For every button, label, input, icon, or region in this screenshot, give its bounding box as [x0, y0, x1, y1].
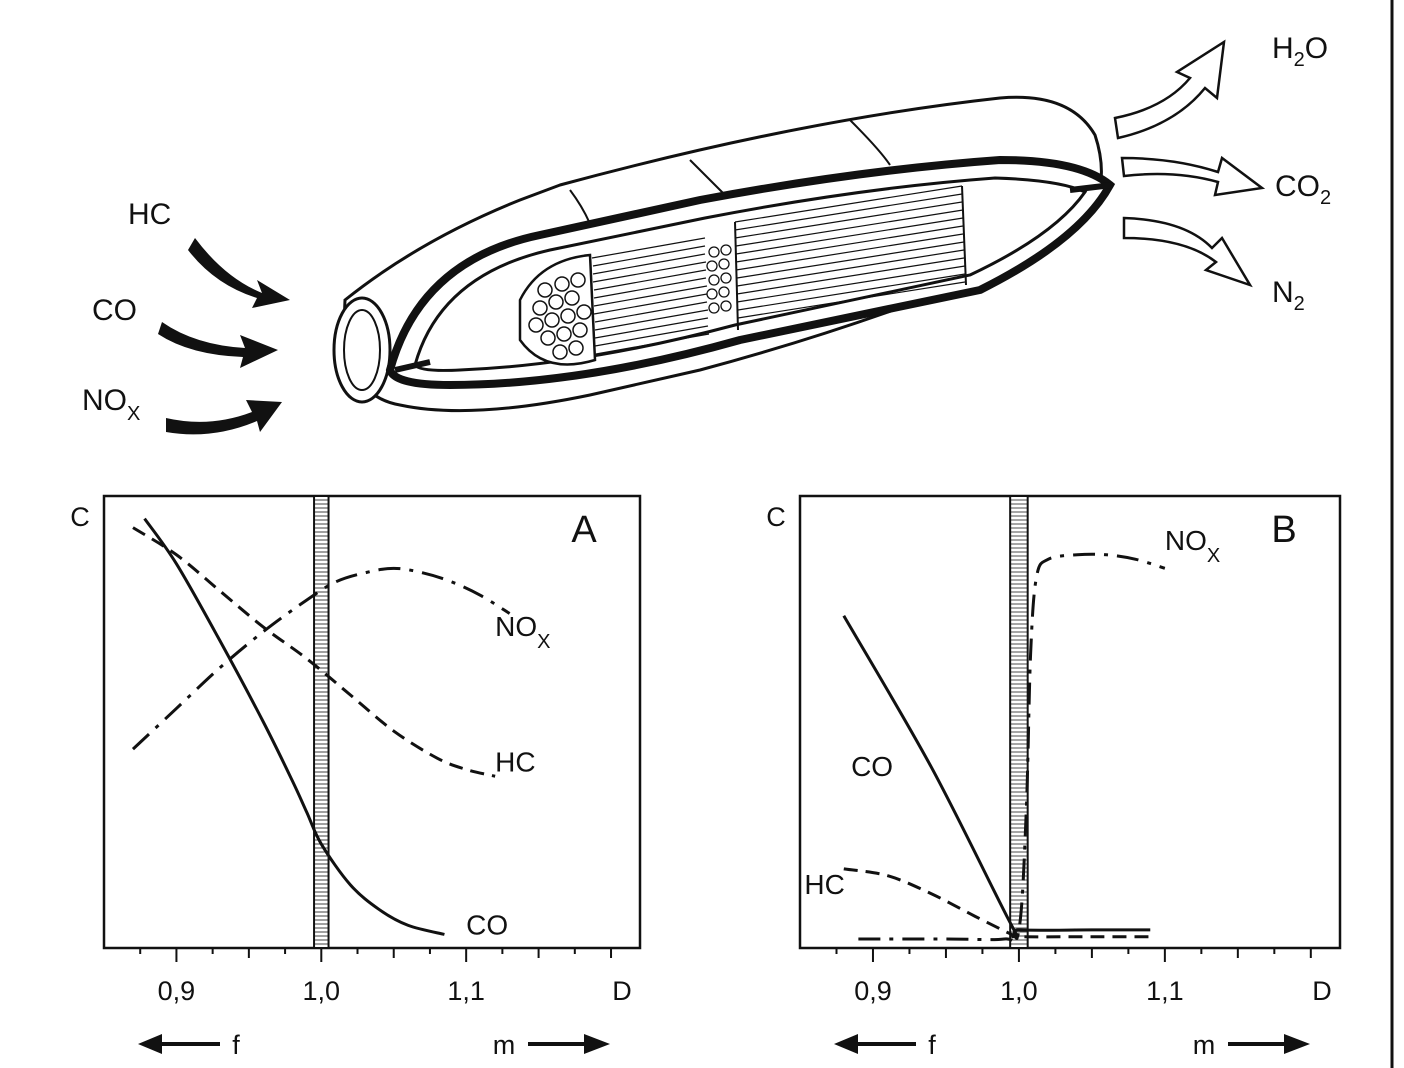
series-label-text: CO — [466, 909, 508, 940]
inlet-label-co: CO — [92, 294, 137, 327]
series-line-no — [131, 566, 511, 751]
direction-left-label: f — [928, 1030, 936, 1060]
x-axis-label: D — [1312, 976, 1332, 1006]
lean-arrow-head — [834, 1034, 858, 1054]
x-tick-label: 1,1 — [447, 976, 485, 1006]
rich-arrow-head — [584, 1034, 610, 1054]
series-label-hc: HC — [495, 747, 535, 778]
outlet-arrow-h2o — [1113, 39, 1226, 140]
x-tick-label: 0,9 — [158, 976, 196, 1006]
outlet-label-h2o: H2O — [1272, 32, 1328, 71]
series-line-hc — [843, 867, 1151, 939]
series-label-co: CO — [851, 751, 893, 782]
x-axis-label: D — [612, 976, 632, 1006]
outlet-label-n2: N2 — [1272, 276, 1305, 315]
direction-right-label: m — [493, 1030, 516, 1060]
chart-panel-a: 0,9 1,0 1,1 D C Af m CO HC NOX — [70, 494, 642, 1060]
series-line-no — [858, 552, 1166, 944]
outlet-center-tube — [1069, 182, 1113, 193]
monolith-1-face — [518, 253, 597, 366]
series-line-co — [842, 615, 1151, 940]
inlet-label-nox: NOX — [82, 384, 140, 425]
inlet-label-hc: HC — [128, 198, 171, 231]
inlet-pipe-opening — [332, 296, 392, 404]
panel-letter: B — [1271, 509, 1296, 551]
inlet-arrow-nox — [166, 400, 282, 435]
chart-panel-b: 0,9 1,0 1,1 D C Bf m CO HC NOX — [766, 494, 1342, 1060]
series-label-text: CO — [851, 751, 893, 782]
series-label-subscript: X — [537, 631, 550, 653]
x-tick-label: 1,0 — [1000, 976, 1038, 1006]
series-label-text: HC — [804, 869, 844, 900]
lean-arrow-head — [138, 1034, 162, 1054]
outlet-arrow-n2 — [1122, 216, 1253, 288]
catalytic-converter-drawing — [332, 95, 1116, 413]
x-tick-label: 1,1 — [1146, 976, 1184, 1006]
series-label-no: NOX — [495, 611, 550, 653]
series-line-hc — [132, 526, 496, 778]
series-label-hc: HC — [804, 869, 844, 900]
plot-frame — [798, 494, 1342, 950]
series-label-no: NOX — [1165, 525, 1220, 567]
series-label-text: NO — [495, 611, 537, 642]
monolith-2-channels — [734, 185, 967, 331]
inlet-center-tube — [394, 359, 431, 373]
rich-arrow-head — [1284, 1034, 1310, 1054]
series-line-co — [143, 517, 445, 936]
outlet-label-co2: CO2 — [1275, 170, 1331, 209]
series-label-co: CO — [466, 909, 508, 940]
inlet-arrow-co — [158, 322, 278, 368]
y-axis-label: C — [766, 502, 786, 532]
plot-frame — [102, 494, 642, 950]
y-axis-label: C — [70, 502, 90, 532]
series-label-subscript: X — [1207, 545, 1220, 567]
outlet-gases: H2O CO2 N2 — [1113, 32, 1331, 315]
direction-left-label: f — [232, 1030, 240, 1060]
inlet-arrow-hc — [188, 238, 290, 308]
shell-seam-3 — [849, 119, 891, 166]
inlet-pipe-inner — [343, 309, 381, 391]
x-tick-label: 0,9 — [854, 976, 892, 1006]
inlet-gases: HC CO NOX — [82, 198, 290, 435]
series-label-text: HC — [495, 747, 535, 778]
panel-letter: A — [571, 509, 597, 551]
monolith-1-channels — [591, 237, 710, 355]
direction-right-label: m — [1193, 1030, 1216, 1060]
monolith-gap-face — [706, 244, 732, 314]
x-tick-label: 1,0 — [303, 976, 341, 1006]
outlet-arrow-co2 — [1120, 155, 1266, 197]
series-label-text: NO — [1165, 525, 1207, 556]
